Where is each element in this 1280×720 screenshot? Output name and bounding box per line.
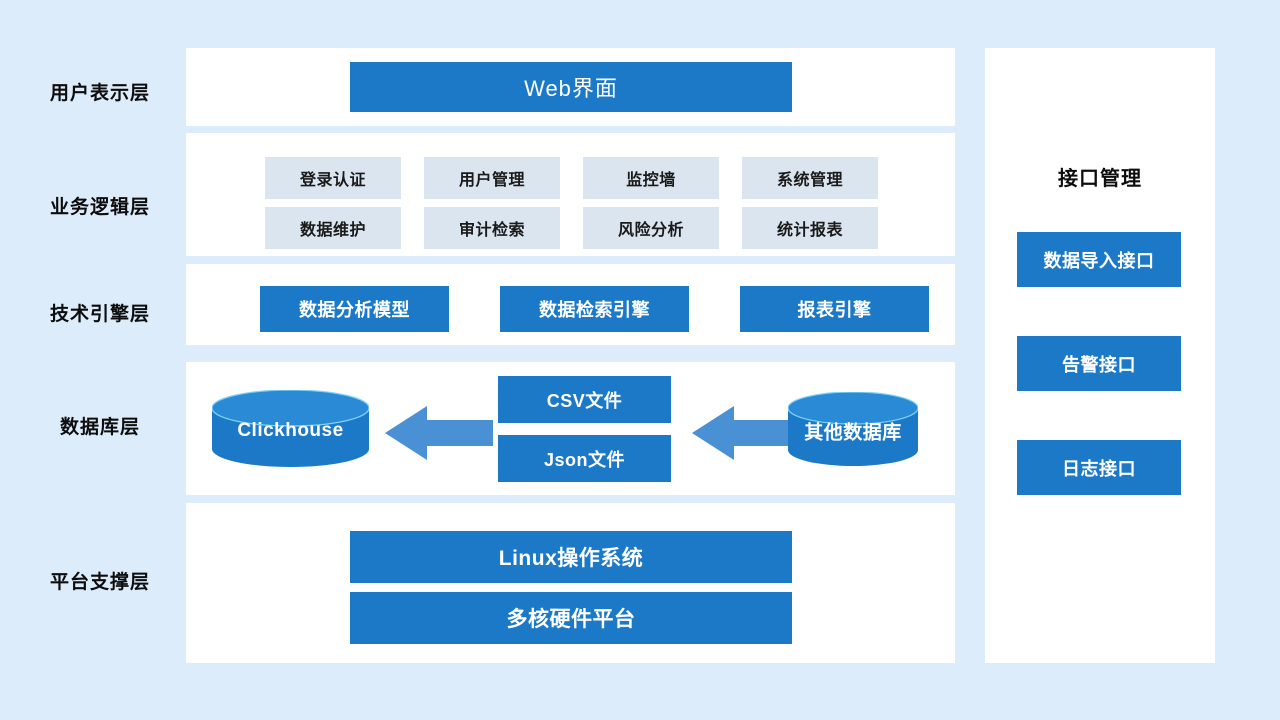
interface-panel-title: 接口管理 [1058, 168, 1142, 190]
box-risk-analysis[interactable]: 风险分析 [583, 207, 719, 249]
layer-label-database: 数据库层 [59, 417, 140, 438]
box-monitor-wall[interactable]: 监控墙 [583, 157, 719, 199]
box-login-auth[interactable]: 登录认证 [265, 157, 401, 199]
box-csv-file[interactable]: CSV文件 [498, 376, 671, 423]
cylinder-shape [212, 390, 369, 467]
layer-label-platform: 平台支撑层 [49, 572, 150, 593]
box-audit-retrieval[interactable]: 审计检索 [424, 207, 560, 249]
box-log-interface[interactable]: 日志接口 [1017, 440, 1181, 495]
cylinder-shape [788, 392, 918, 466]
box-alarm-interface[interactable]: 告警接口 [1017, 336, 1181, 391]
box-system-management[interactable]: 系统管理 [742, 157, 878, 199]
box-web-interface[interactable]: Web界面 [350, 62, 792, 112]
cylinder-other-database[interactable]: 其他数据库 [788, 392, 918, 466]
box-data-import-interface[interactable]: 数据导入接口 [1017, 232, 1181, 287]
box-statistical-report[interactable]: 统计报表 [742, 207, 878, 249]
box-data-retrieval-engine[interactable]: 数据检索引擎 [500, 286, 689, 332]
layer-label-business: 业务逻辑层 [49, 197, 150, 218]
box-multicore-hardware[interactable]: 多核硬件平台 [350, 592, 792, 644]
box-data-analysis-model[interactable]: 数据分析模型 [260, 286, 449, 332]
arrow-files-to-clickhouse [385, 405, 493, 461]
cylinder-clickhouse[interactable]: Clickhouse [212, 390, 369, 467]
box-report-engine[interactable]: 报表引擎 [740, 286, 929, 332]
box-linux-os[interactable]: Linux操作系统 [350, 531, 792, 583]
layer-label-engine: 技术引擎层 [49, 304, 150, 325]
layer-label-presentation: 用户表示层 [49, 83, 150, 104]
box-data-maintenance[interactable]: 数据维护 [265, 207, 401, 249]
arrow-otherdb-to-files [692, 405, 800, 461]
box-json-file[interactable]: Json文件 [498, 435, 671, 482]
box-user-management[interactable]: 用户管理 [424, 157, 560, 199]
